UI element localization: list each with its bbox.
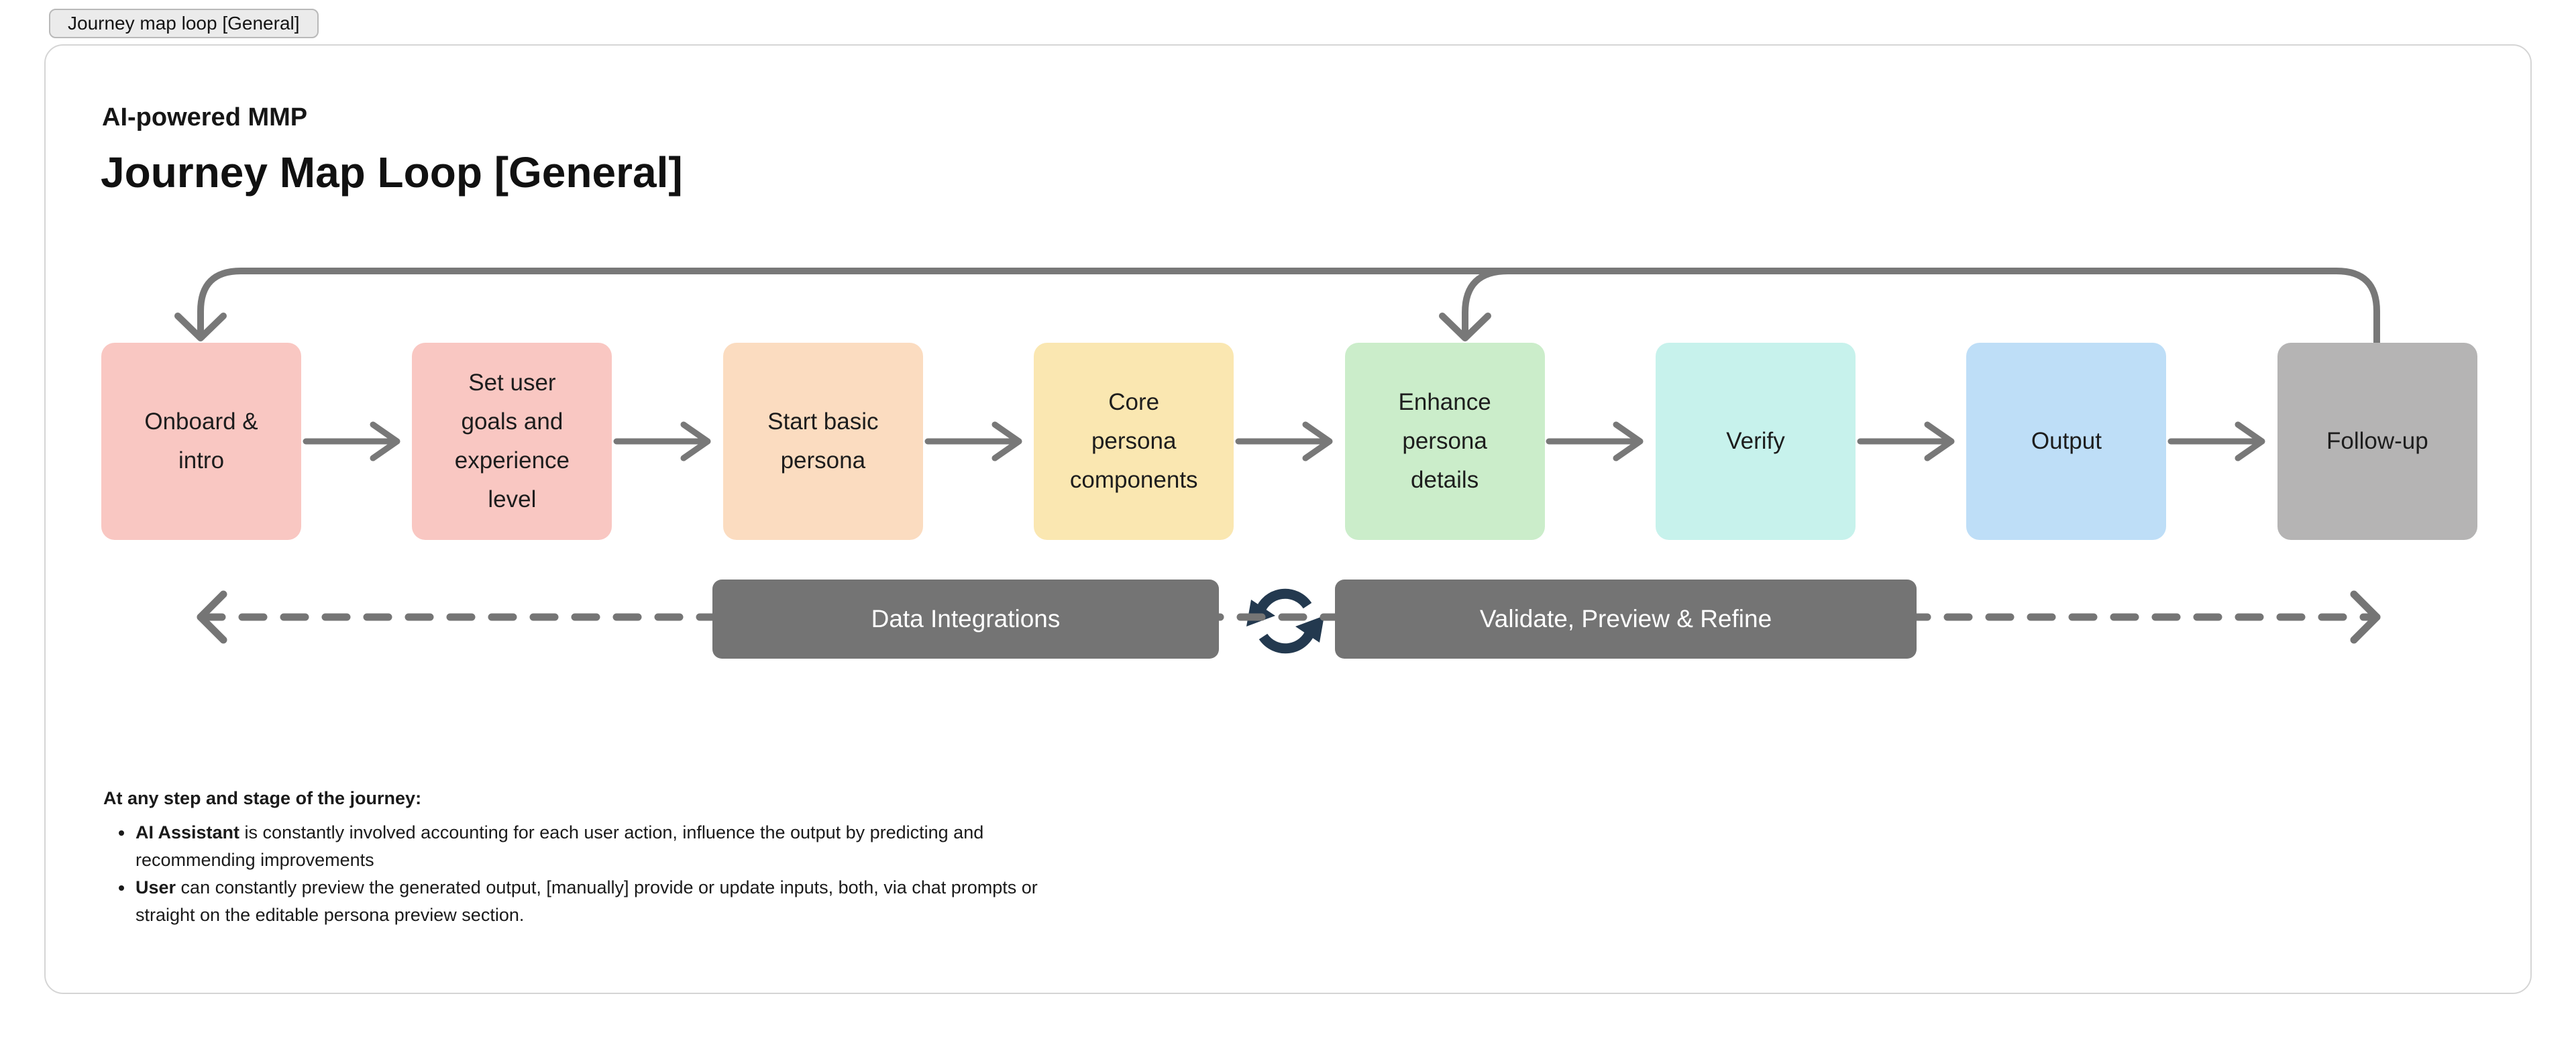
tab-journey-map-loop[interactable]: Journey map loop [General]: [49, 9, 319, 38]
diagram-canvas: AI-powered MMP Journey Map Loop [General…: [44, 44, 2532, 994]
arrow-right-icon: [1235, 421, 1333, 461]
diagram-connectors: [174, 268, 2381, 654]
arrow-down-icon: [174, 313, 227, 341]
sync-icon: [1246, 588, 1324, 654]
step-output[interactable]: Output: [1966, 343, 2167, 540]
arrow-right-icon: [303, 421, 400, 461]
list-item: User can constantly preview the generate…: [134, 874, 1084, 929]
validate-preview-refine-bar[interactable]: Validate, Preview & Refine: [1335, 580, 1917, 659]
diagram-subtitle: AI-powered MMP: [102, 103, 308, 131]
notes-heading: At any step and stage of the journey:: [103, 788, 422, 808]
list-item: AI Assistant is constantly involved acco…: [134, 819, 1084, 874]
arrow-right-icon: [1546, 421, 1644, 461]
step-verify[interactable]: Verify: [1656, 343, 1856, 540]
step-enhance-persona-details[interactable]: Enhance persona details: [1344, 343, 1545, 540]
arrow-right-icon: [924, 421, 1022, 461]
dashed-bidirectional-arrow: [197, 590, 2381, 644]
arrow-right-icon: [2350, 590, 2381, 644]
notes-list: AI Assistant is constantly involved acco…: [103, 819, 1084, 929]
step-onboard-intro[interactable]: Onboard & intro: [101, 343, 301, 540]
data-integrations-bar[interactable]: Data Integrations: [712, 580, 1219, 659]
arrow-left-icon: [197, 590, 227, 644]
arrow-down-icon: [1439, 313, 1491, 341]
step-start-basic-persona[interactable]: Start basic persona: [722, 343, 923, 540]
step-follow-up[interactable]: Follow-up: [2277, 343, 2477, 540]
arrow-right-icon: [613, 421, 711, 461]
step-core-persona-components[interactable]: Core persona components: [1034, 343, 1234, 540]
step-set-user-goals[interactable]: Set user goals and experience level: [412, 343, 612, 540]
loop-back-arrow: [174, 268, 2380, 346]
arrow-right-icon: [1857, 421, 1955, 461]
diagram-title: Journey Map Loop [General]: [101, 148, 683, 197]
loop-branch: [1462, 268, 1511, 339]
journey-notes: At any step and stage of the journey: AI…: [103, 785, 1150, 929]
journey-steps: Onboard & intro Set user goals and exper…: [101, 343, 2477, 540]
arrow-right-icon: [2167, 421, 2265, 461]
